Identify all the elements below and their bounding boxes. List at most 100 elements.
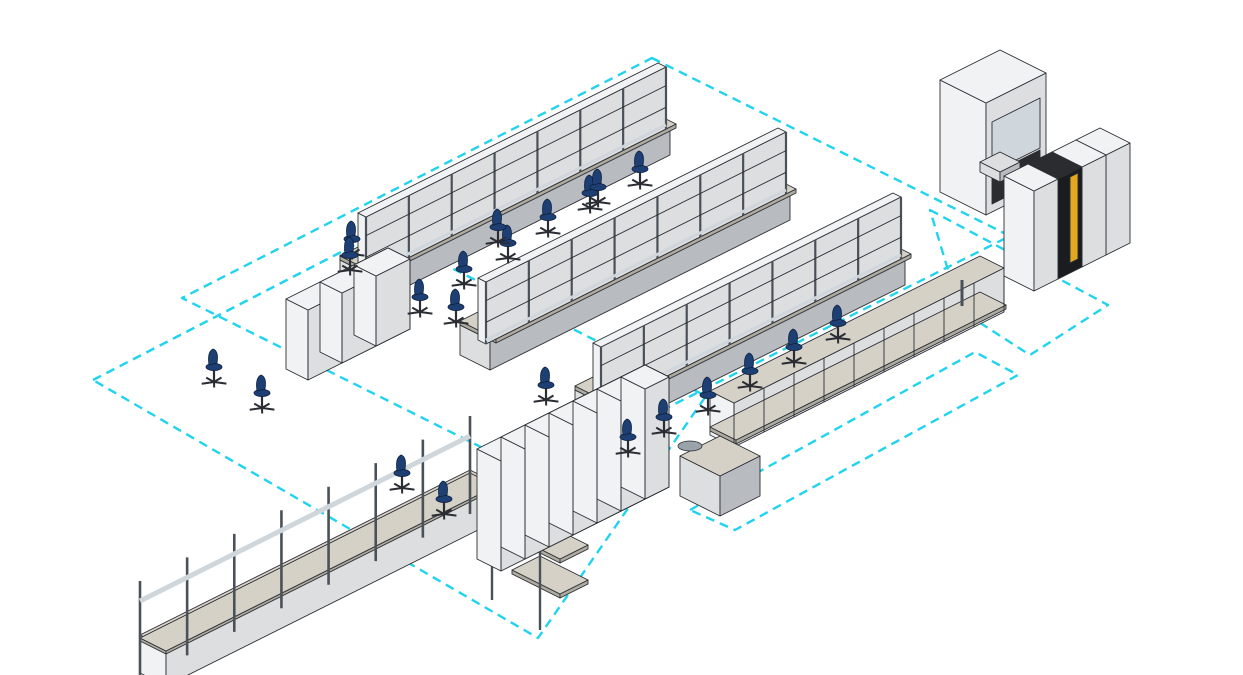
stool-leg <box>837 332 847 339</box>
stool-leg <box>627 446 637 453</box>
stool-leg <box>419 306 429 313</box>
lab-stool-icon <box>695 376 721 416</box>
lab-stool-icon <box>389 454 415 494</box>
stool-leg <box>741 380 751 387</box>
lab-stool-icon <box>535 198 561 238</box>
side-cabinet-2-side <box>1081 154 1107 268</box>
stool-leg <box>533 399 547 403</box>
stool-leg <box>507 252 517 259</box>
stool-leg <box>793 361 807 365</box>
stool-leg <box>443 508 453 515</box>
stool-leg <box>463 278 473 285</box>
stool-leg <box>261 407 275 411</box>
lab-stool-icon <box>249 374 275 414</box>
stool-leg <box>589 196 599 203</box>
stool-seat <box>447 302 465 311</box>
left-tall-cabinets-unit <box>353 247 411 347</box>
stool-leg <box>545 394 555 401</box>
stool-seat <box>655 412 673 421</box>
stool-seat <box>253 388 271 397</box>
stool-leg <box>615 451 629 455</box>
left-tall-cabinets-unit-front <box>319 281 343 364</box>
stool-leg <box>401 482 411 489</box>
stool-leg <box>749 385 763 389</box>
stool-leg <box>695 409 709 413</box>
stool-leg <box>389 487 403 491</box>
side-cabinet-1-side <box>1105 142 1131 256</box>
stool-leg <box>455 316 465 323</box>
sink-icon <box>677 440 703 452</box>
lab-stool-icon <box>337 236 363 276</box>
safety-cabinet-door <box>1069 172 1079 264</box>
stool-seat <box>205 362 223 371</box>
mobile-trolley-shelf-low-top <box>511 555 589 595</box>
lab-stool-icon <box>431 480 457 520</box>
stool-leg <box>793 356 803 363</box>
stool-leg <box>341 264 351 271</box>
stool-backrest <box>344 236 354 254</box>
stool-backrest <box>832 304 842 322</box>
stool-leg <box>401 487 415 491</box>
stool-leg <box>463 283 477 287</box>
lab-stool-icon <box>443 288 469 328</box>
stool-leg <box>535 231 549 235</box>
stool-backrest <box>788 328 798 346</box>
stool-backrest <box>256 374 266 392</box>
left-workstation-zone <box>91 230 708 640</box>
gantry-shelf <box>138 433 472 604</box>
left-tall-cabinets <box>285 247 411 381</box>
stool-backrest <box>458 250 468 268</box>
stool-leg <box>577 207 591 211</box>
stool-leg <box>201 381 215 385</box>
lab-stool-icon <box>485 208 511 248</box>
stool-seat <box>393 468 411 477</box>
fume-hood-exhaust-top <box>979 151 1021 173</box>
stool-leg <box>497 236 507 243</box>
side-cabinet-3 <box>1003 163 1059 292</box>
stool-leg <box>499 252 509 259</box>
stool-leg <box>447 316 457 323</box>
stool-leg <box>495 257 509 261</box>
lab-stool-icon <box>781 328 807 368</box>
stool-leg <box>781 361 795 365</box>
stool-leg <box>261 402 271 409</box>
stool-backrest <box>744 352 754 370</box>
stool-backrest <box>450 288 460 306</box>
stool-leg <box>639 183 653 187</box>
stool-leg <box>205 376 215 383</box>
side-cabinet-3-front <box>1003 175 1035 292</box>
stool-seat <box>435 494 453 503</box>
tall-storage-cabinets-unit-side <box>644 376 670 500</box>
lab-stool-icon <box>533 366 559 406</box>
shelf-rail <box>365 85 667 237</box>
side-cabinet-3-side <box>1033 178 1059 292</box>
tall-storage-cabinets <box>476 364 670 572</box>
stool-leg <box>497 241 511 245</box>
stool-leg <box>213 376 223 383</box>
stool-leg <box>443 321 457 325</box>
stool-backrest <box>208 348 218 366</box>
island-bench-middle-upper-shelf-front <box>477 277 487 345</box>
tall-storage-cabinets-unit-front <box>524 424 550 548</box>
right-bench-top-top <box>709 291 1007 441</box>
shelf-rail <box>485 150 787 302</box>
stool-seat <box>619 432 637 441</box>
lab-stool-icon <box>585 168 611 208</box>
stool-leg <box>539 226 549 233</box>
stool-leg <box>249 407 263 411</box>
lab-stool-icon <box>825 304 851 344</box>
shelf-rail <box>485 171 787 323</box>
stool-backrest <box>634 150 644 168</box>
lab-stool-icon <box>407 278 433 318</box>
stool-backrest <box>540 366 550 384</box>
stool-leg <box>451 283 465 287</box>
stool-leg <box>253 402 263 409</box>
stool-leg <box>507 257 521 261</box>
stool-leg <box>597 201 611 205</box>
shelf-rail <box>600 236 902 388</box>
stool-leg <box>597 196 607 203</box>
tall-storage-cabinets-unit-front <box>596 388 622 512</box>
stool-leg <box>455 278 465 285</box>
